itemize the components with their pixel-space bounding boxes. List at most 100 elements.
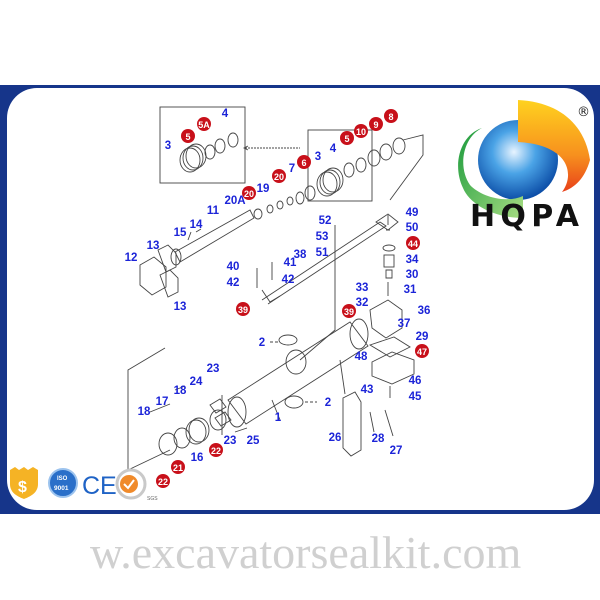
callout-marker xyxy=(197,117,211,131)
callout-label: 37 xyxy=(398,318,411,330)
callout: 36 xyxy=(418,305,431,317)
callout-marker xyxy=(209,443,223,457)
callout: 20A xyxy=(224,195,245,207)
callout-highlight: 5A xyxy=(197,117,211,131)
callout-label: 4 xyxy=(330,143,337,155)
callout-highlight: 20 xyxy=(272,169,286,183)
callout-label: 41 xyxy=(284,257,297,269)
callout-marker xyxy=(415,344,429,358)
callout: 38 xyxy=(294,249,307,261)
callout-label: 5A xyxy=(198,120,210,130)
callout: 52 xyxy=(319,215,332,227)
callout-highlight: 22 xyxy=(156,474,170,488)
callout-label: 20 xyxy=(244,189,254,199)
callout-label: 47 xyxy=(417,347,427,357)
callout: 24 xyxy=(190,376,203,388)
callout-label: 43 xyxy=(361,384,374,396)
ce-mark: CE xyxy=(82,472,117,500)
callout: 48 xyxy=(355,351,368,363)
callout-label: 36 xyxy=(418,305,431,317)
callout: 16 xyxy=(191,452,204,464)
callout: 29 xyxy=(416,331,429,343)
callout-label: 5 xyxy=(344,134,349,144)
callout: 43 xyxy=(361,384,374,396)
callout-highlight: 6 xyxy=(297,155,311,169)
callout-label: 8 xyxy=(388,112,393,122)
iso-number: 9001 xyxy=(54,485,69,492)
callout: 11 xyxy=(207,205,220,217)
callout-label: 1 xyxy=(275,412,282,424)
callout-label: 34 xyxy=(406,254,419,266)
callout-label: 20 xyxy=(274,172,284,182)
callout: 18 xyxy=(138,406,151,418)
callout-label: 27 xyxy=(390,445,403,457)
iso-9001-badge: ISO 9001 xyxy=(48,468,78,498)
callout-label: 3 xyxy=(315,151,321,163)
callout-label: 50 xyxy=(406,222,419,234)
callout-highlight: 8 xyxy=(384,109,398,123)
line-art xyxy=(127,106,424,471)
callout: 46 xyxy=(409,375,422,387)
callout-label: 44 xyxy=(408,239,418,249)
callout-highlight: 39 xyxy=(342,304,356,318)
detail-box-left xyxy=(159,106,246,184)
callout: 37 xyxy=(398,318,411,330)
callout-label: 30 xyxy=(406,269,419,281)
callout-label: 9 xyxy=(373,120,378,130)
callout-label: 18 xyxy=(174,385,187,397)
callout-label: 5 xyxy=(185,132,190,142)
iso-text: ISO xyxy=(57,476,68,482)
callout: 27 xyxy=(390,445,403,457)
callout-label: 26 xyxy=(329,432,342,444)
brand-name: HQPA xyxy=(470,199,580,234)
callout-label: 22 xyxy=(211,446,221,456)
callout: 2 xyxy=(325,397,331,409)
callout: 3 xyxy=(315,151,321,163)
secure-payment-shield-icon: $ xyxy=(10,467,38,499)
callout-label: 13 xyxy=(147,240,160,252)
callout-marker xyxy=(340,131,354,145)
registered-mark: ® xyxy=(577,105,590,120)
callout: 17 xyxy=(156,396,169,408)
callout-label: 2 xyxy=(325,397,331,409)
callout-marker xyxy=(272,169,286,183)
callout: 33 xyxy=(356,282,369,294)
callout: 30 xyxy=(406,269,419,281)
callout: 28 xyxy=(372,433,385,445)
callout-label: 23 xyxy=(207,363,220,375)
callout: 49 xyxy=(406,207,419,219)
callout: 4 xyxy=(330,143,337,155)
callout-label: 11 xyxy=(207,205,220,217)
callout: 23 xyxy=(224,435,237,447)
callout-marker xyxy=(297,155,311,169)
callout: 32 xyxy=(356,297,369,309)
detail-box-right xyxy=(307,129,373,202)
callout-highlight: 5 xyxy=(181,129,195,143)
callout-label: 6 xyxy=(301,158,306,168)
svg-text:$: $ xyxy=(18,479,27,496)
callout: 42 xyxy=(227,277,240,289)
callout-label: 23 xyxy=(224,435,237,447)
callout-label: 48 xyxy=(355,351,368,363)
callout: 12 xyxy=(125,252,138,264)
callout-label: 2 xyxy=(259,337,265,349)
callout-label: 10 xyxy=(356,127,366,137)
callout: 1 xyxy=(275,412,282,424)
callout-highlight: 9 xyxy=(369,117,383,131)
callout-label: 32 xyxy=(356,297,369,309)
callout-label: 21 xyxy=(173,463,183,473)
callout: 3 xyxy=(165,140,171,152)
callout-marker xyxy=(384,109,398,123)
callout-label: 29 xyxy=(416,331,429,343)
callout: 25 xyxy=(247,435,260,447)
callout: 4 xyxy=(222,108,229,120)
callout-marker xyxy=(236,302,250,316)
callout: 7 xyxy=(289,163,295,175)
callout: 18 xyxy=(174,385,187,397)
hqpa-logo: ® HQPA xyxy=(458,100,590,234)
callout-marker xyxy=(369,117,383,131)
callout: 14 xyxy=(190,219,203,231)
watermark: w.excavatorsealkit.com xyxy=(90,527,521,578)
